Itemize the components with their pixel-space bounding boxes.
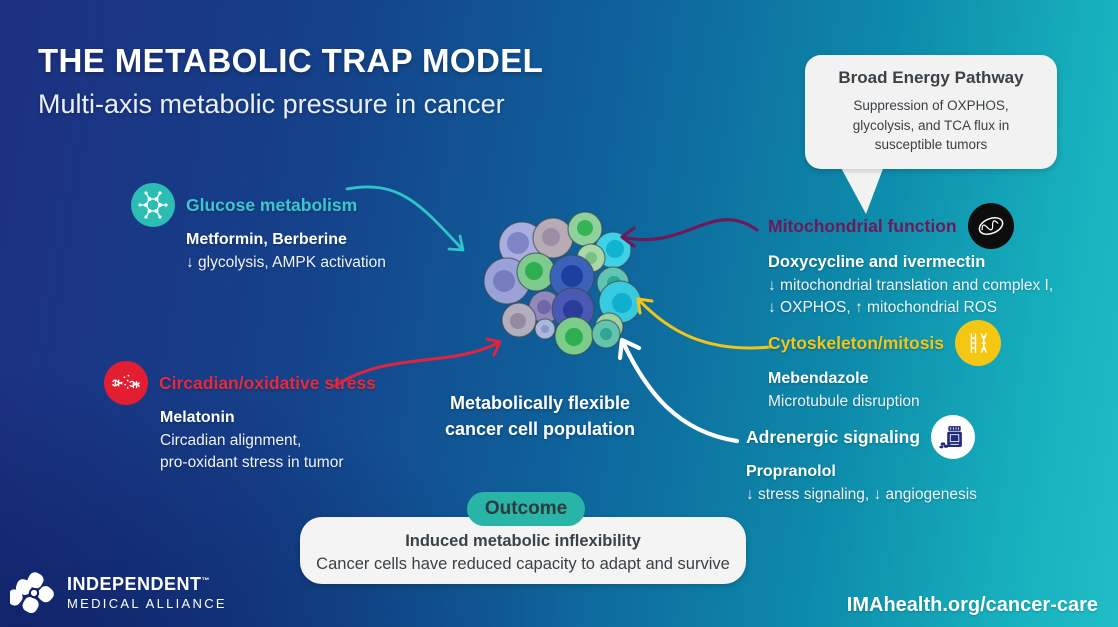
mitochondria-icon [967, 203, 1014, 249]
caption-line-2: cancer cell population [444, 419, 636, 440]
axis-circadian-drug: Melatonin [160, 409, 235, 426]
axis-cytoskeleton: Cytoskeleton/mitosis Mebendazole Microtu… [768, 320, 1002, 413]
axis-adrenergic-label: Adrenergic signaling [746, 426, 921, 447]
axis-mitochondrial-label: Mitochondrial function [768, 215, 957, 236]
outcome-pill-label: Outcome [484, 498, 568, 519]
axis-glucose-label: Glucose metabolism [186, 194, 358, 215]
dna-damage-icon [104, 361, 148, 405]
axis-circadian-label: Circadian/oxidative stress [159, 372, 376, 393]
brand-name: INDEPENDENT [67, 573, 202, 594]
axis-cytoskeleton-drug: Mebendazole [768, 370, 869, 387]
cell-population-caption: Metabolically flexible cancer cell popul… [420, 390, 660, 442]
axis-adrenergic-effect: ↓ stress signaling, ↓ angiogenesis [746, 486, 977, 503]
site-url-link[interactable]: IMAhealth.org/cancer-care [846, 594, 1098, 616]
axis-circadian: Circadian/oxidative stress Melatonin Cir… [104, 361, 376, 475]
axis-cytoskeleton-label: Cytoskeleton/mitosis [768, 332, 945, 353]
page-subtitle: Multi-axis metabolic pressure in cancer [38, 89, 505, 119]
molecule-icon [131, 183, 175, 227]
axis-mitochondrial-effect-1: ↓ mitochondrial translation and complex … [768, 277, 1054, 294]
callout-title: Broad Energy Pathway [838, 68, 1024, 87]
axis-cytoskeleton-effect: Microtubule disruption [768, 393, 920, 410]
axis-adrenergic-drug: Propranolol [746, 463, 836, 480]
pill-bottle-icon [931, 415, 976, 459]
axis-glucose-effect: ↓ glycolysis, AMPK activation [186, 254, 386, 271]
page-title: THE METABOLIC TRAP MODEL [38, 42, 544, 79]
broad-energy-callout: Broad Energy Pathway Suppression of OXPH… [805, 55, 1057, 169]
axis-adrenergic: Adrenergic signaling [746, 415, 977, 506]
axis-glucose-drug: Metformin, Berberine [186, 231, 347, 248]
axis-circadian-effect-1: Circadian alignment, [160, 432, 302, 449]
ima-logo-icon [10, 572, 54, 614]
axis-mitochondrial-effect-2: ↓ OXPHOS, ↑ mitochondrial ROS [768, 299, 998, 317]
outcome-line-1: Induced metabolic inflexibility [405, 532, 641, 550]
outcome-box: Induced metabolic inflexibility Cancer c… [300, 517, 746, 584]
outcome-pill: Outcome [467, 492, 585, 526]
axis-mitochondrial: Mitochondrial function Doxycycline and i… [768, 203, 1113, 320]
axis-glucose: Glucose metabolism Metformin, Berberine … [131, 183, 386, 274]
callout-body: Suppression of OXPHOS, glycolysis, and T… [852, 98, 1010, 153]
brand-trademark: ™ [201, 575, 211, 585]
outcome-line-2: Cancer cells have reduced capacity to ad… [316, 555, 730, 573]
axis-mitochondrial-drug: Doxycycline and ivermectin [768, 253, 986, 271]
axis-circadian-effect-2: pro-oxidant stress in tumor [160, 454, 344, 472]
brand-subname: MEDICAL ALLIANCE [67, 595, 227, 611]
cancer-cell-cluster [483, 211, 642, 356]
microtubule-icon [955, 320, 1002, 366]
brand-lockup: INDEPENDENT™ MEDICAL ALLIANCE [10, 569, 227, 617]
caption-line-1: Metabolically flexible [449, 393, 631, 413]
